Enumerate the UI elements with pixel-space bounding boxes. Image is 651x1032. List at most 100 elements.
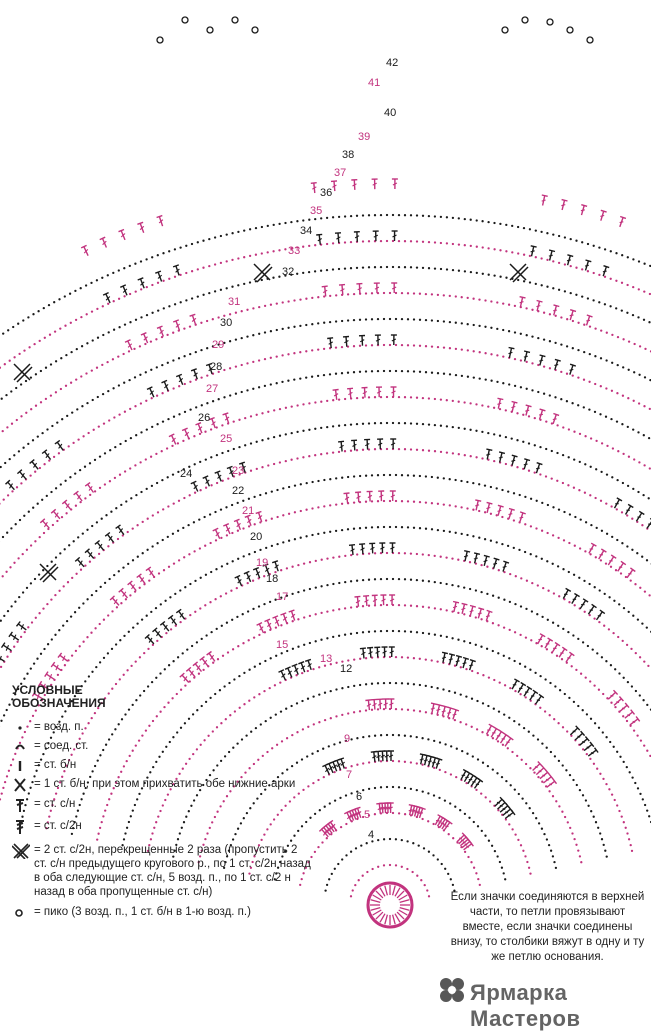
chain-stitch — [610, 250, 612, 252]
chain-stitch — [605, 416, 607, 418]
chain-stitch — [3, 615, 5, 617]
chain-stitch — [389, 656, 391, 658]
chain-stitch — [463, 586, 465, 588]
chain-stitch — [152, 644, 154, 646]
chain-stitch — [470, 861, 472, 863]
chain-stitch — [484, 352, 486, 354]
chain-stitch — [358, 879, 360, 881]
chain-stitch — [522, 850, 524, 852]
chain-stitch — [646, 559, 648, 561]
chain-stitch — [293, 326, 295, 328]
stitch-top — [484, 555, 490, 557]
chain-stitch — [549, 313, 551, 315]
chain-stitch — [443, 346, 445, 348]
chain-stitch — [290, 459, 292, 461]
chain-stitch — [296, 457, 298, 459]
stitch-top — [449, 654, 455, 656]
chain-stitch — [43, 532, 45, 534]
chain-stitch — [132, 527, 134, 529]
chain-stitch — [99, 455, 101, 457]
chain-stitch — [32, 507, 34, 509]
chain-stitch — [625, 576, 627, 578]
chain-stitch — [129, 408, 131, 410]
chain-stitch — [329, 295, 331, 297]
stitch-bar — [586, 320, 590, 321]
chain-stitch — [237, 502, 239, 504]
chain-stitch — [135, 660, 137, 662]
chain-stitch — [11, 423, 13, 425]
chain-stitch — [311, 534, 313, 536]
chain-stitch — [608, 788, 610, 790]
chain-stitch — [571, 402, 573, 404]
chain-stitch — [637, 431, 639, 433]
chain-stitch — [374, 630, 376, 632]
chain-stitch — [615, 280, 617, 282]
chain-stitch — [489, 800, 491, 802]
chain-stitch — [250, 470, 252, 472]
chain-stitch — [422, 790, 424, 792]
chain-stitch — [237, 558, 239, 560]
chain-stitch — [269, 601, 271, 603]
stitch-bar — [469, 665, 473, 666]
chain-stitch — [85, 372, 87, 374]
chain-stitch — [425, 528, 427, 530]
chain-stitch — [404, 552, 406, 554]
chain-stitch — [410, 761, 412, 763]
stitch-bar — [436, 764, 440, 765]
chain-stitch — [557, 722, 559, 724]
chain-stitch — [499, 435, 501, 437]
chain-stitch — [215, 539, 217, 541]
chain-stitch — [524, 666, 526, 668]
chain-stitch — [37, 310, 39, 312]
stitch-bar — [539, 414, 543, 415]
chain-stitch — [584, 611, 586, 613]
chain-stitch — [610, 702, 612, 704]
chain-stitch — [22, 553, 24, 555]
chain-stitch — [604, 593, 606, 595]
chain-stitch — [168, 664, 170, 666]
chain-stitch — [477, 825, 479, 827]
chain-stitch — [34, 471, 36, 473]
chain-stitch — [182, 652, 184, 654]
chain-stitch — [35, 617, 37, 619]
chain-stitch — [24, 631, 26, 633]
chain-stitch — [347, 712, 349, 714]
chain-stitch — [398, 760, 400, 762]
chain-stitch — [606, 533, 608, 535]
stitch-bar — [603, 271, 607, 272]
chain-stitch — [440, 451, 442, 453]
chain-stitch — [425, 345, 427, 347]
chain-stitch — [643, 660, 645, 662]
chain-stitch — [635, 690, 637, 692]
chain-stitch — [584, 435, 586, 437]
chain-stitch — [633, 400, 635, 402]
chain-stitch — [520, 844, 522, 846]
chain-stitch — [389, 370, 391, 372]
chain-stitch — [98, 553, 100, 555]
chain-stitch — [136, 622, 138, 624]
chain-stitch — [284, 248, 286, 250]
chain-stitch — [566, 318, 568, 320]
chain-stitch — [598, 246, 600, 248]
stitch-top — [344, 493, 350, 494]
chain-stitch — [352, 889, 354, 891]
chain-stitch — [365, 344, 367, 346]
chain-stitch — [404, 448, 406, 450]
chain-stitch — [398, 422, 400, 424]
chain-stitch — [425, 658, 427, 660]
chain-stitch — [374, 813, 376, 815]
chain-stitch — [617, 364, 619, 366]
chain-stitch — [299, 325, 301, 327]
chain-stitch — [476, 272, 478, 274]
chain-stitch — [309, 615, 311, 617]
chain-stitch — [335, 373, 337, 375]
chain-stitch — [386, 630, 388, 632]
chain-stitch — [543, 393, 545, 395]
chain-stitch — [395, 656, 397, 658]
chain-stitch — [252, 388, 254, 390]
chain-stitch — [103, 657, 105, 659]
chain-stitch — [145, 371, 147, 373]
chain-stitch — [231, 259, 233, 261]
chain-stitch — [395, 500, 397, 502]
chain-stitch — [514, 358, 516, 360]
